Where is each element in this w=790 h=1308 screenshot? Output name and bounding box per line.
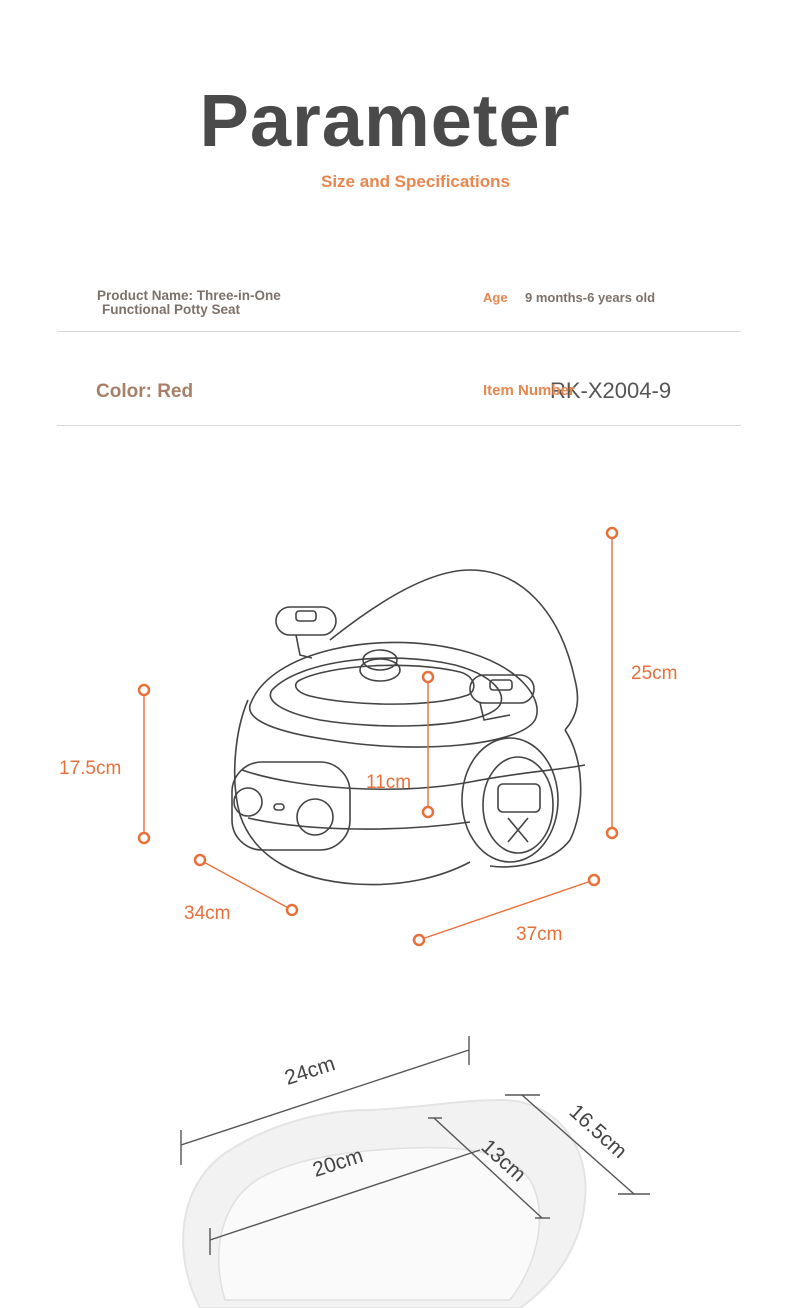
depth-label: 34cm [184,903,231,924]
seat-insert-drawing [182,1098,587,1308]
color-spec: Color: Red [96,381,194,402]
dimension-lines [137,526,619,947]
item-number-value: RK-X2004-9 [550,378,672,403]
item-number-label: Item Number [483,382,575,399]
height-body-label: 17.5cm [59,758,122,779]
page-subtitle: Size and Specifications [321,172,510,191]
divider [57,425,741,426]
width-label: 37cm [516,924,563,945]
age-value: 9 months-6 years old [525,290,656,305]
age-label: Age [483,290,508,305]
product-name: Product Name: Three-in-One Functional Po… [97,289,281,317]
product-name-line1: Product Name: Three-in-One [97,288,281,303]
divider [57,331,741,332]
seat-height-label: 11cm [366,772,412,793]
potty-drawing [231,569,586,886]
page-title: Parameter [199,79,571,162]
height-total-label: 25cm [631,663,678,684]
product-name-line2: Functional Potty Seat [102,302,241,317]
seat-measure-lines [180,1036,650,1255]
